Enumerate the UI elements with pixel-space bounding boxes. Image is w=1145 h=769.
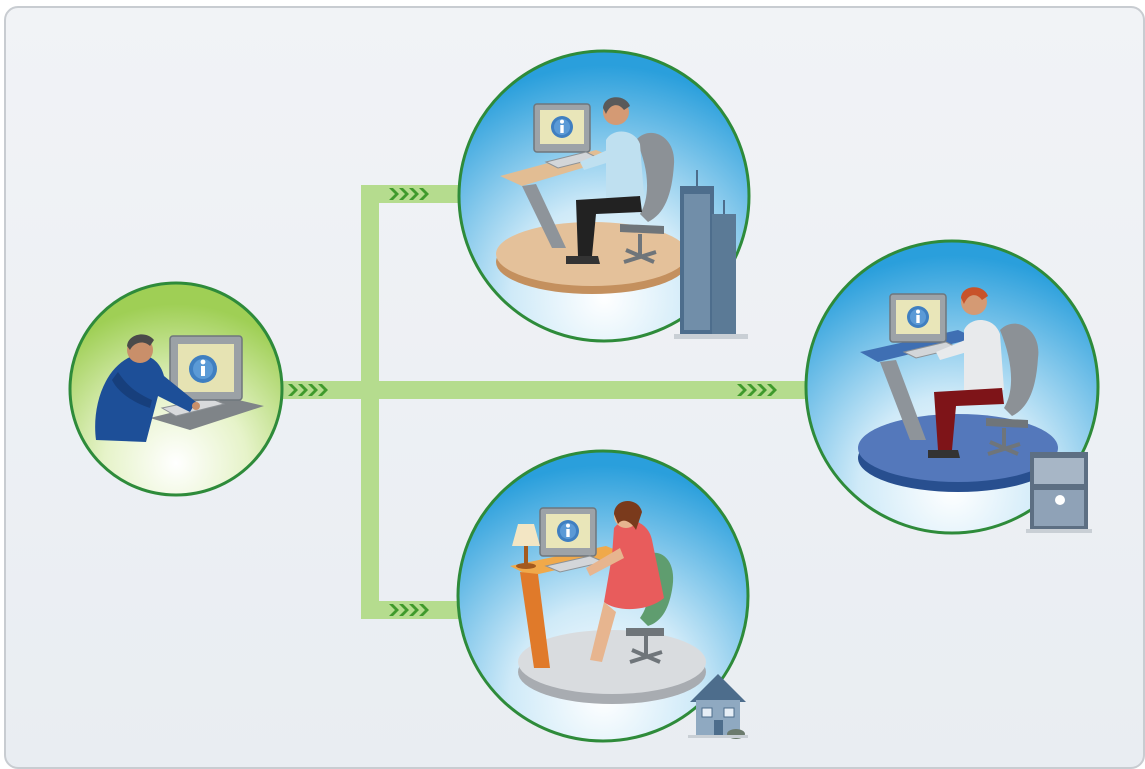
person	[928, 287, 1004, 458]
computer-monitor	[169, 335, 243, 401]
computer-monitor	[889, 293, 947, 343]
home-user-node	[456, 449, 750, 743]
branch-top	[361, 185, 461, 203]
desk	[860, 330, 976, 362]
computer-monitor	[539, 507, 597, 557]
branch-bottom	[361, 601, 461, 619]
info-icon	[189, 355, 217, 383]
chair	[636, 132, 675, 222]
desk	[150, 398, 264, 430]
person	[95, 334, 200, 442]
office-tower-user-node	[457, 49, 751, 343]
hospital-user-node	[804, 239, 1100, 535]
person	[586, 500, 664, 662]
vertical-bus	[361, 185, 379, 619]
connectors	[278, 185, 808, 619]
trunk-line	[278, 381, 808, 399]
desk-lamp-icon	[512, 524, 540, 569]
source-user-node	[68, 281, 284, 497]
hospital-icon	[1026, 452, 1092, 533]
office-tower-icon	[674, 170, 748, 339]
chair	[1000, 323, 1039, 416]
person	[566, 97, 644, 264]
computer-monitor	[533, 103, 591, 153]
house-icon	[688, 674, 748, 739]
